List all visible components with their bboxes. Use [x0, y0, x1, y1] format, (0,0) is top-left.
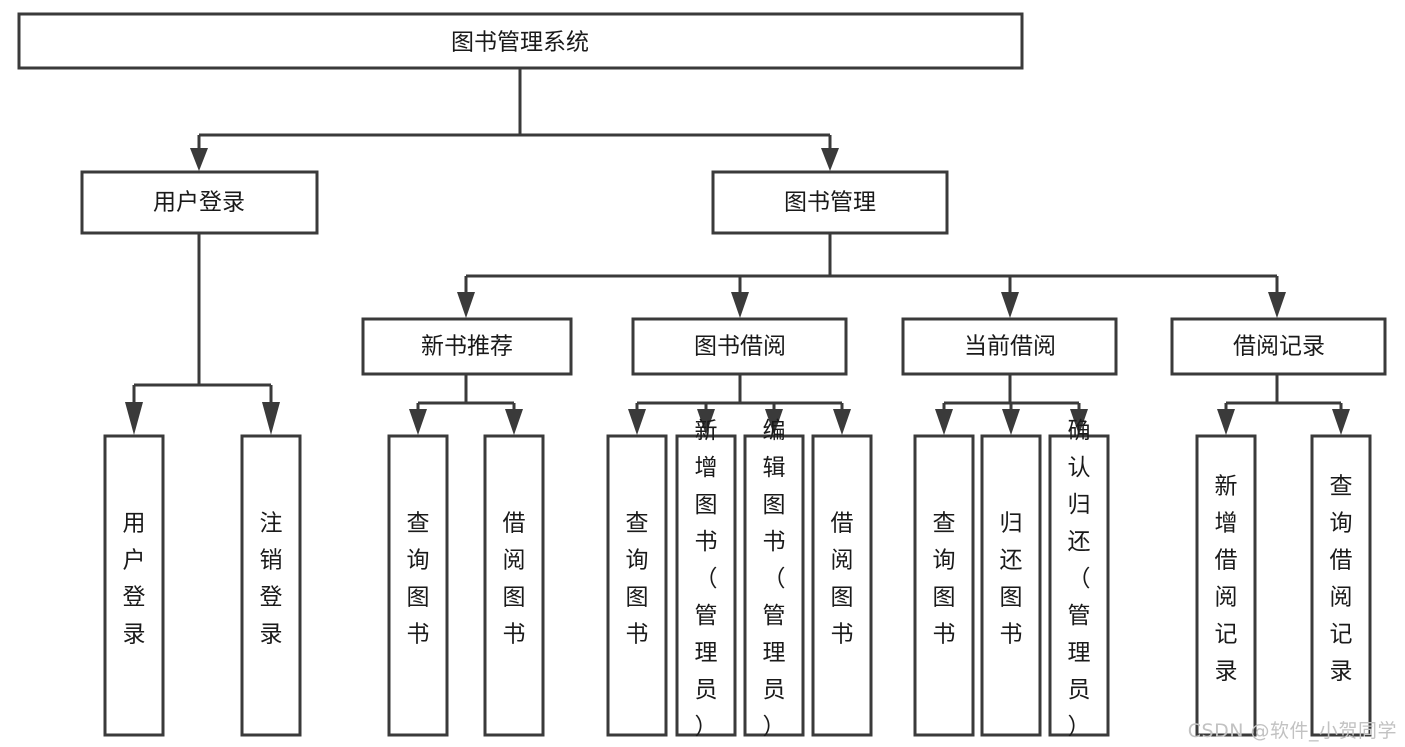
- connector-group: [125, 68, 1350, 435]
- leaf-query-book-bb-label: 查询图书: [626, 511, 649, 648]
- node-book-borrow[interactable]: 图书借阅: [631, 317, 848, 376]
- arrowhead-bb-leaf-1: [628, 409, 646, 435]
- leaf-add-borrow-record[interactable]: 新增借阅记录: [1195, 434, 1257, 737]
- arrowhead-to-new-book: [457, 292, 475, 318]
- arrowhead-leaf-logout: [262, 402, 280, 435]
- csdn-watermark: CSDN @软件_小贺同学: [1187, 720, 1397, 742]
- leaf-query-borrow-record-label: 查询借阅记录: [1330, 474, 1353, 685]
- leaf-edit-book-admin[interactable]: 编辑图书（管理员）: [743, 418, 805, 740]
- node-user-login-label: 用户登录: [153, 190, 245, 216]
- node-book-manage[interactable]: 图书管理: [711, 170, 949, 235]
- leaf-return-book-box[interactable]: [980, 434, 1042, 737]
- node-book-manage-label: 图书管理: [784, 190, 876, 216]
- leaf-borrow-book-bb-label: 借阅图书: [831, 511, 854, 648]
- leaf-add-borrow-record-box[interactable]: [1195, 434, 1257, 737]
- arrowhead-to-book-borrow: [731, 292, 749, 318]
- arrowhead-cb-leaf-3: [1070, 409, 1088, 435]
- leaf-query-book-cb-label: 查询图书: [933, 511, 956, 648]
- node-current-borrow-label: 当前借阅: [964, 334, 1056, 360]
- arrowhead-nb-leaf-1: [409, 409, 427, 435]
- node-current-borrow[interactable]: 当前借阅: [901, 317, 1118, 376]
- leaf-query-borrow-record-box[interactable]: [1310, 434, 1372, 737]
- leaf-confirm-return-admin-box[interactable]: [1048, 434, 1110, 737]
- leaf-query-book-nb-box[interactable]: [387, 434, 449, 737]
- leaf-add-book-admin-box[interactable]: [675, 434, 737, 737]
- leaf-borrow-book-bb[interactable]: 借阅图书: [811, 434, 873, 737]
- leaf-confirm-return-admin-label: 确认归还（管理员）: [1068, 418, 1091, 740]
- arrowhead-bb-leaf-4: [833, 409, 851, 435]
- leaf-confirm-return-admin[interactable]: 确认归还（管理员）: [1048, 418, 1110, 740]
- leaf-borrow-book-nb-box[interactable]: [483, 434, 545, 737]
- arrowhead-bb-leaf-3: [765, 409, 783, 435]
- leaf-borrow-book-nb[interactable]: 借阅图书: [483, 434, 545, 737]
- arrowhead-nb-leaf-2: [505, 409, 523, 435]
- node-user-login-box[interactable]: [80, 170, 319, 235]
- leaf-user-login-box[interactable]: [103, 434, 165, 737]
- leaf-edit-book-admin-label: 编辑图书（管理员）: [763, 418, 786, 740]
- leaf-logout-box[interactable]: [240, 434, 302, 737]
- arrowhead-br-leaf-2: [1332, 409, 1350, 435]
- node-current-borrow-box[interactable]: [901, 317, 1118, 376]
- leaf-logout-label: 注销登录: [260, 511, 283, 648]
- leaf-add-borrow-record-label: 新增借阅记录: [1215, 474, 1238, 685]
- node-book-borrow-box[interactable]: [631, 317, 848, 376]
- node-user-login[interactable]: 用户登录: [80, 170, 319, 235]
- leaf-return-book-label: 归还图书: [1000, 511, 1023, 648]
- node-new-book-recommend-box[interactable]: [361, 317, 573, 376]
- node-root-system-label: 图书管理系统: [451, 30, 589, 56]
- node-book-manage-box[interactable]: [711, 170, 949, 235]
- leaf-user-login[interactable]: 用户登录: [103, 434, 165, 737]
- leaf-user-login-label: 用户登录: [123, 511, 146, 648]
- arrowhead-to-current-borrow: [1001, 292, 1019, 318]
- leaf-borrow-book-bb-box[interactable]: [811, 434, 873, 737]
- arrowhead-leaf-user-login: [125, 402, 143, 435]
- arrowhead-cb-leaf-2: [1002, 409, 1020, 435]
- leaf-query-book-nb-label: 查询图书: [407, 511, 430, 648]
- leaf-logout[interactable]: 注销登录: [240, 434, 302, 737]
- node-book-borrow-label: 图书借阅: [694, 334, 786, 360]
- leaf-return-book[interactable]: 归还图书: [980, 434, 1042, 737]
- node-root-system-box[interactable]: [17, 12, 1024, 70]
- arrowhead-bb-leaf-2: [697, 409, 715, 435]
- node-root-system[interactable]: 图书管理系统: [17, 12, 1024, 70]
- node-borrow-record[interactable]: 借阅记录: [1170, 317, 1387, 376]
- leaf-query-book-bb[interactable]: 查询图书: [606, 434, 668, 737]
- leaf-query-book-nb[interactable]: 查询图书: [387, 434, 449, 737]
- leaf-add-book-admin[interactable]: 新增图书（管理员）: [675, 418, 737, 740]
- leaf-query-borrow-record[interactable]: 查询借阅记录: [1310, 434, 1372, 737]
- leaf-query-book-cb-box[interactable]: [913, 434, 975, 737]
- arrowhead-to-book-manage: [821, 148, 839, 171]
- node-new-book-recommend[interactable]: 新书推荐: [361, 317, 573, 376]
- node-borrow-record-box[interactable]: [1170, 317, 1387, 376]
- arrowhead-to-borrow-record: [1268, 292, 1286, 318]
- leaf-borrow-book-nb-label: 借阅图书: [503, 511, 526, 648]
- arrowhead-br-leaf-1: [1217, 409, 1235, 435]
- node-borrow-record-label: 借阅记录: [1233, 334, 1325, 360]
- arrowhead-cb-leaf-1: [935, 409, 953, 435]
- leaf-query-book-cb[interactable]: 查询图书: [913, 434, 975, 737]
- leaf-query-book-bb-box[interactable]: [606, 434, 668, 737]
- leaf-add-book-admin-label: 新增图书（管理员）: [695, 418, 718, 740]
- arrowhead-to-user-login: [190, 148, 208, 171]
- leaf-edit-book-admin-box[interactable]: [743, 434, 805, 737]
- node-new-book-recommend-label: 新书推荐: [421, 334, 513, 360]
